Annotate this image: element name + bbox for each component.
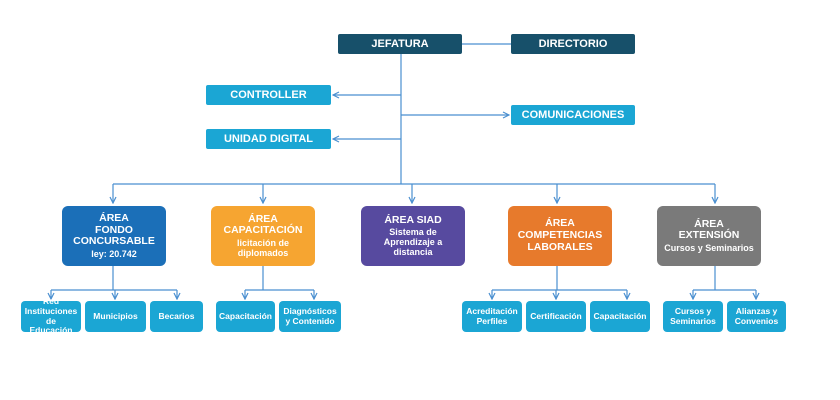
sub-becarios-label: Becarios <box>158 310 195 321</box>
sub-capacitacion: Capacitación <box>216 301 275 332</box>
sub-cursos-seminarios-label: Cursos y Seminarios <box>670 305 716 326</box>
sub-certificacion-label: Certificación <box>530 310 582 321</box>
sub-acreditacion-label: Acreditación Perfiles <box>466 305 518 326</box>
area-extension-line2: EXTENSIÓN <box>678 229 740 242</box>
area-competencias-line1: ÁREA <box>545 217 575 230</box>
area-extension: ÁREA EXTENSIÓN Cursos y Seminarios <box>657 206 761 266</box>
area-capacitacion-line2: CAPACITACIÓN <box>223 224 303 237</box>
area-capacitacion: ÁREA CAPACITACIÓN licitación de diplomad… <box>211 206 315 266</box>
unidad-digital-label: UNIDAD DIGITAL <box>223 132 313 145</box>
sub-municipios: Municipios <box>85 301 146 332</box>
area-fondo-concursable: ÁREA FONDO CONCURSABLE ley: 20.742 <box>62 206 166 266</box>
directorio-box: DIRECTORIO <box>511 34 635 54</box>
sub-capacitacion-competencias-label: Capacitación <box>593 310 647 321</box>
jefatura-label: JEFATURA <box>371 37 429 50</box>
sub-certificacion: Certificación <box>526 301 586 332</box>
unidad-digital-box: UNIDAD DIGITAL <box>206 129 331 149</box>
directorio-label: DIRECTORIO <box>538 37 608 50</box>
sub-diagnosticos: Diagnósticos y Contenido <box>279 301 341 332</box>
area-siad-line3: Sistema de Aprendizaje a distancia <box>383 227 443 258</box>
controller-box: CONTROLLER <box>206 85 331 105</box>
controller-label: CONTROLLER <box>230 88 307 101</box>
sub-municipios-label: Municipios <box>93 310 138 321</box>
area-extension-line1: ÁREA <box>694 217 724 230</box>
comunicaciones-box: COMUNICACIONES <box>511 105 635 125</box>
sub-red-instituciones-label: Red Instituciones de Educación <box>24 296 78 336</box>
area-siad-line1: ÁREA SIAD <box>384 213 442 226</box>
sub-capacitacion-label: Capacitación <box>219 310 272 321</box>
area-siad: ÁREA SIAD Sistema de Aprendizaje a dista… <box>361 206 465 266</box>
area-fondo-line1: ÁREA <box>99 211 129 224</box>
sub-red-instituciones: Red Instituciones de Educación <box>21 297 81 335</box>
sub-alianzas-convenios: Alianzas y Convenios <box>727 301 786 332</box>
sub-capacitacion-competencias: Capacitación <box>590 301 650 332</box>
sub-becarios: Becarios <box>150 301 203 332</box>
area-capacitacion-line1: ÁREA <box>248 212 278 225</box>
jefatura-box: JEFATURA <box>338 34 462 54</box>
sub-acreditacion-perfiles: Acreditación Perfiles <box>462 301 522 332</box>
area-fondo-line2: FONDO CONCURSABLE <box>73 223 155 248</box>
comunicaciones-label: COMUNICACIONES <box>521 108 625 121</box>
sub-diagnosticos-label: Diagnósticos y Contenido <box>283 305 337 326</box>
area-competencias-line2: COMPETENCIAS LABORALES <box>517 229 603 253</box>
area-extension-line3: Cursos y Seminarios <box>664 243 754 254</box>
area-capacitacion-line3: licitación de diplomados <box>236 238 289 259</box>
sub-cursos-seminarios: Cursos y Seminarios <box>663 301 723 332</box>
area-competencias-laborales: ÁREA COMPETENCIAS LABORALES <box>508 206 612 266</box>
area-fondo-line3: ley: 20.742 <box>91 249 137 260</box>
sub-alianzas-convenios-label: Alianzas y Convenios <box>734 305 779 326</box>
